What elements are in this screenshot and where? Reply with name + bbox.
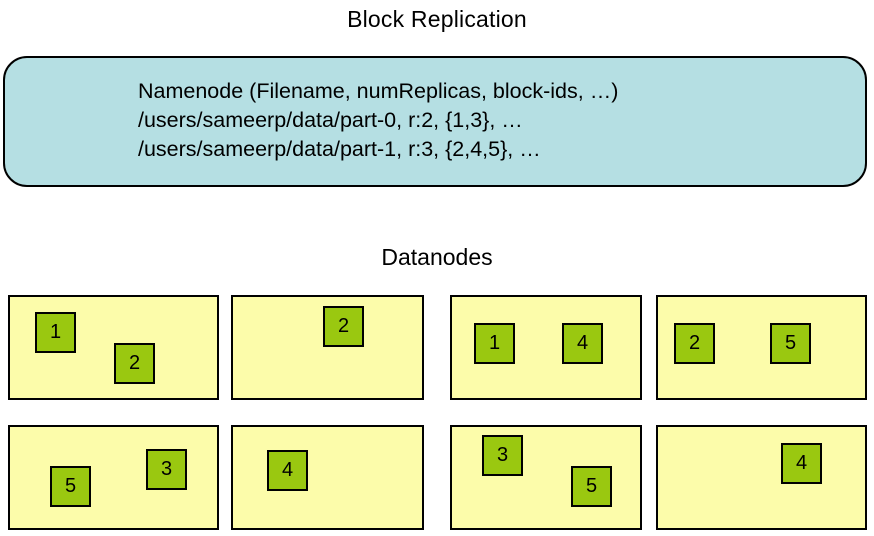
data-block: 5 (571, 466, 612, 507)
data-block: 5 (50, 466, 91, 507)
data-block: 4 (781, 443, 822, 484)
namenode-panel: Namenode (Filename, numReplicas, block-i… (3, 56, 867, 187)
data-block: 1 (35, 312, 76, 353)
data-block: 4 (267, 450, 308, 491)
datanodes-section-label: Datanodes (381, 244, 493, 270)
namenode-metadata-text: Namenode (Filename, numReplicas, block-i… (138, 77, 618, 164)
namenode-file-line-1: /users/sameerp/data/part-1, r:3, {2,4,5}… (138, 137, 541, 161)
page-title: Block Replication (347, 6, 527, 32)
datanode-box: 4 (656, 425, 867, 530)
namenode-file-line-0: /users/sameerp/data/part-0, r:2, {1,3}, … (138, 108, 523, 132)
data-block: 3 (146, 449, 187, 490)
data-block: 1 (474, 323, 515, 364)
data-block: 2 (674, 323, 715, 364)
datanode-box: 4 (231, 425, 424, 530)
data-block: 5 (770, 323, 811, 364)
datanode-box: 2 (231, 295, 424, 400)
data-block: 2 (114, 343, 155, 384)
namenode-header-line: Namenode (Filename, numReplicas, block-i… (138, 79, 619, 103)
data-block: 2 (323, 306, 364, 347)
data-block: 4 (562, 323, 603, 364)
data-block: 3 (482, 435, 523, 476)
